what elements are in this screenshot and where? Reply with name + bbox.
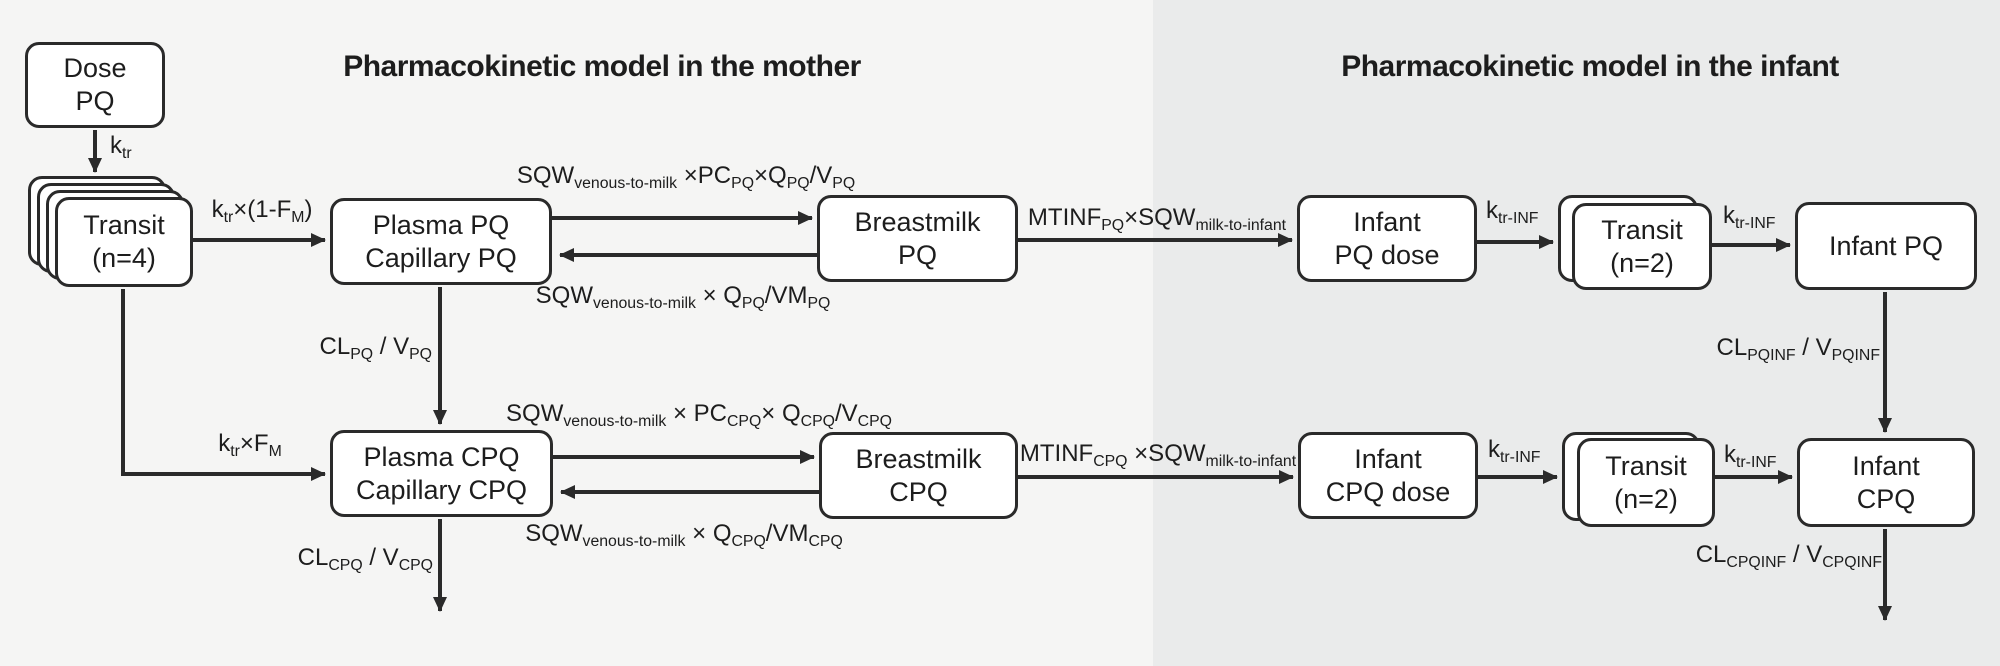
box-breastmilk-cpq: Breastmilk CPQ [819, 432, 1018, 519]
box-label: Breastmilk [854, 206, 981, 237]
infant-panel-title: Pharmacokinetic model in the infant [1341, 50, 1839, 83]
box-transit-infant-pq: Transit (n=2) [1572, 203, 1712, 290]
label-sqw-pc-cpq: SQWvenous-to-milk × PCCPQ× QCPQ/VCPQ [506, 400, 892, 430]
label-sqw-pc-pq: SQWvenous-to-milk ×PCPQ×QPQ/VPQ [516, 162, 856, 192]
box-label: CPQ [889, 476, 948, 507]
box-label: Capillary CPQ [355, 474, 528, 505]
box-infant-pq-dose: Infant PQ dose [1297, 195, 1477, 282]
mother-panel-title: Pharmacokinetic model in the mother [343, 50, 861, 83]
label-ktr-inf-2: ktr-INF [1723, 202, 1776, 232]
label-cl-pq: CLPQ / VPQ [319, 333, 432, 363]
label-sqw-q-vm-pq: SQWvenous-to-milk × QPQ/VMPQ [535, 282, 831, 312]
box-label: Infant [1353, 206, 1421, 237]
label-ktr-inf-1: ktr-INF [1486, 197, 1539, 227]
box-label: Dose [63, 53, 127, 84]
infant-panel-background [1153, 0, 2000, 666]
label-mtinf-cpq: MTINFCPQ ×SQWmilk-to-infant [1019, 440, 1297, 470]
label-cl-pqinf: CLPQINF / VPQINF [1716, 334, 1880, 364]
box-infant-cpq-dose: Infant CPQ dose [1298, 432, 1478, 519]
label-ktr-fm: ktr×FM [218, 430, 282, 460]
box-infant-pq: Infant PQ [1795, 202, 1977, 290]
label-sqw-q-vm-cpq: SQWvenous-to-milk × QCPQ/VMCPQ [525, 520, 843, 550]
label-ktr-inf-3: ktr-INF [1488, 436, 1541, 466]
box-label: Capillary PQ [365, 242, 517, 273]
label-cl-cpq: CLCPQ / VCPQ [297, 544, 433, 574]
box-label: Breastmilk [855, 443, 982, 474]
box-label: CPQ dose [1325, 476, 1451, 507]
box-label: Transit [1605, 450, 1687, 481]
box-label: PQ [75, 86, 115, 116]
box-label: Plasma CPQ [363, 441, 520, 472]
box-transit-infant-cpq: Transit (n=2) [1577, 438, 1715, 527]
box-transit-mother: Transit (n=4) [55, 197, 193, 287]
box-label: CPQ [1856, 483, 1916, 514]
box-label: Plasma PQ [372, 209, 510, 240]
label-ktr-1-fm: ktr×(1-FM) [211, 196, 313, 226]
box-label: Infant [1354, 443, 1422, 474]
box-plasma-cpq: Plasma CPQ Capillary CPQ [330, 430, 553, 517]
label-ktr-inf-4: ktr-INF [1724, 441, 1777, 471]
box-label: Transit [1601, 214, 1683, 245]
box-label: PQ [897, 239, 937, 270]
box-label: Infant [1852, 450, 1920, 481]
label-mtinf-pq: MTINFPQ×SQWmilk-to-infant [1027, 204, 1287, 234]
box-label: (n=2) [1610, 247, 1674, 278]
label-ktr: ktr [110, 132, 132, 162]
box-dose-pq: Dose PQ [25, 42, 165, 128]
box-label: (n=2) [1614, 483, 1678, 514]
box-breastmilk-pq: Breastmilk PQ [817, 195, 1018, 282]
box-plasma-pq: Plasma PQ Capillary PQ [330, 198, 552, 285]
box-label: Infant PQ [1828, 230, 1944, 261]
label-cl-cpqinf: CLCPQINF / VCPQINF [1695, 541, 1882, 571]
box-label: Transit [83, 210, 165, 241]
box-infant-cpq: Infant CPQ [1797, 438, 1975, 527]
box-label: (n=4) [92, 243, 156, 273]
box-label: PQ dose [1334, 239, 1440, 270]
